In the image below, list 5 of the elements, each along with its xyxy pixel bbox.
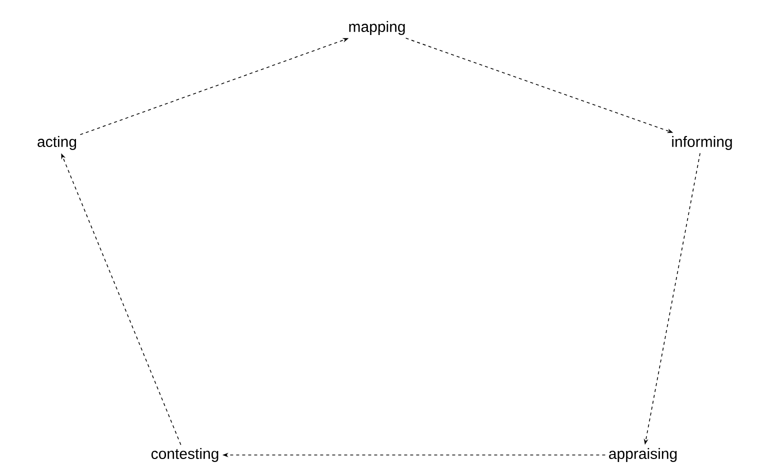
- label-text: acting: [38, 136, 76, 150]
- label-text: contesting: [151, 448, 218, 462]
- label-text: informing: [672, 136, 732, 150]
- label-text: appraising: [609, 448, 677, 462]
- label-text: mapping: [349, 21, 405, 35]
